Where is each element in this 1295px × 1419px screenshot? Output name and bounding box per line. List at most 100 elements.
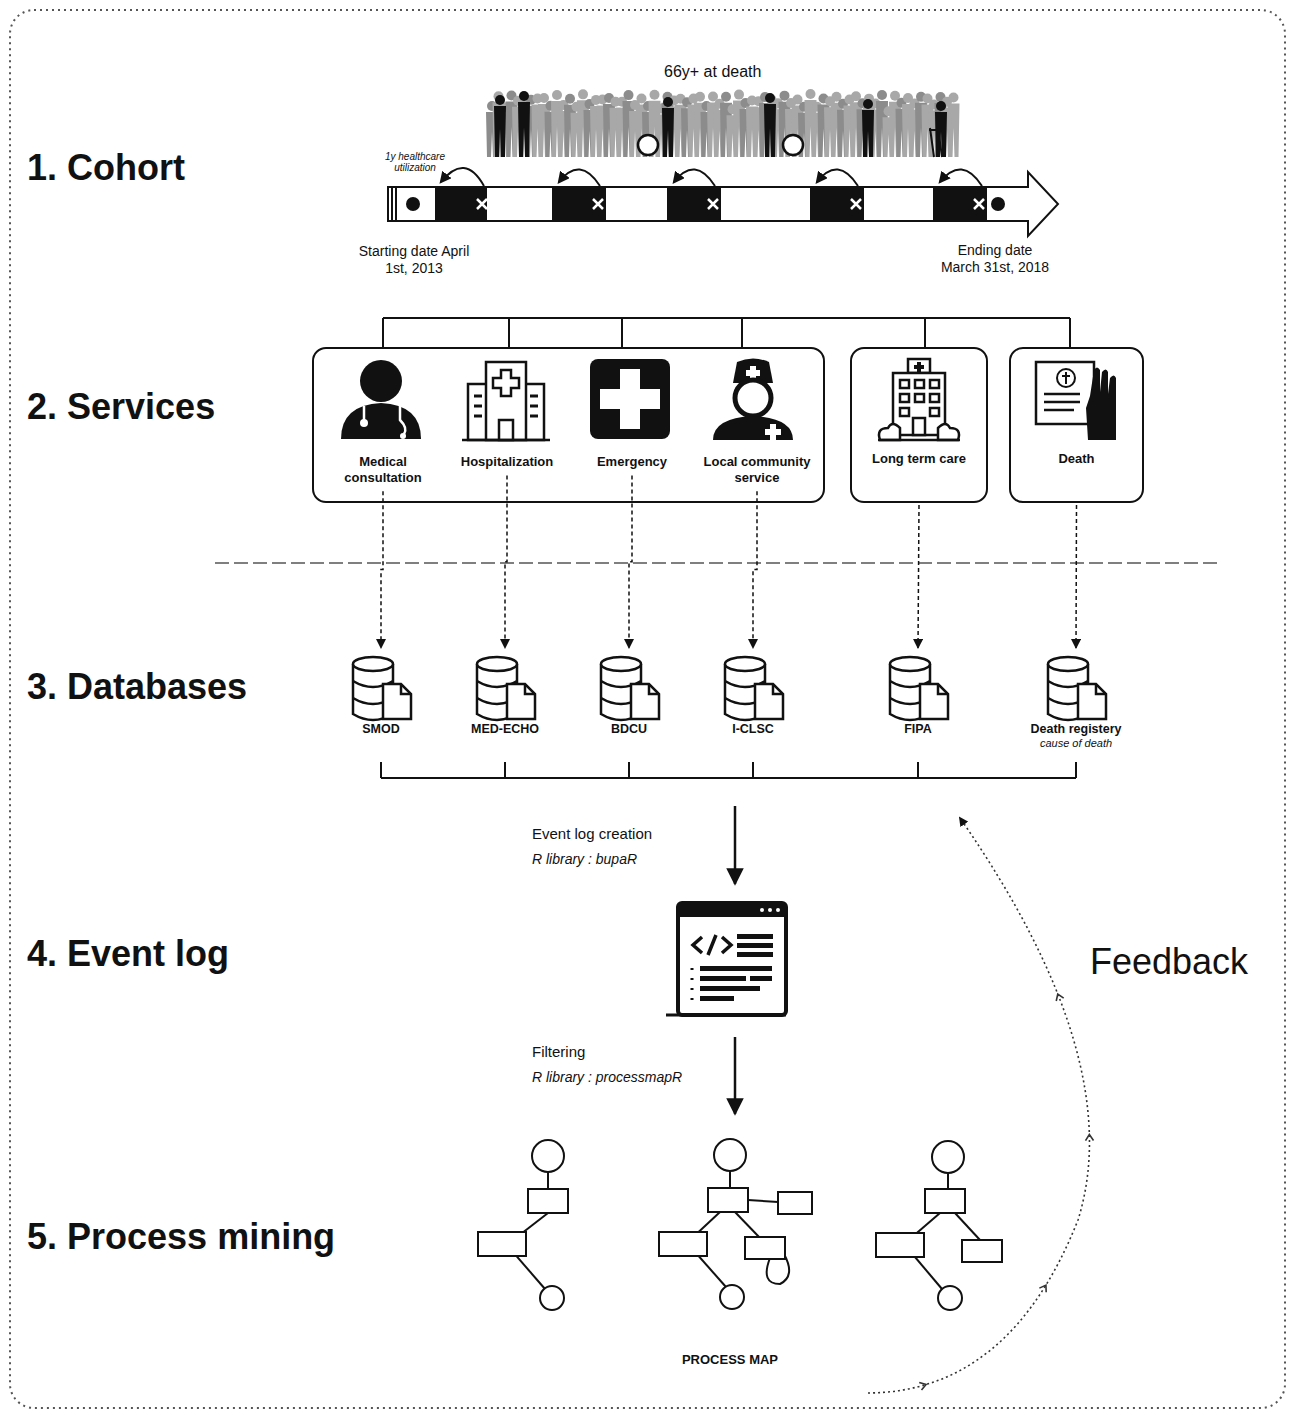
database-icon: [353, 657, 1106, 720]
timeline: [435, 187, 487, 221]
timeline: [991, 197, 1005, 211]
event-log-icon: [760, 908, 764, 912]
bracket: [383, 318, 1070, 347]
database-icon: [477, 657, 517, 671]
event-log-icon: [768, 908, 772, 912]
database-icon: [401, 684, 411, 694]
annotation-text: Event log creation: [532, 825, 652, 843]
hospital-icon: [486, 362, 526, 440]
event-log-icon: [750, 976, 772, 981]
curved-arrow: [940, 169, 982, 186]
annotation-text: R library : processmapR: [532, 1069, 682, 1086]
x-mark: [974, 199, 984, 209]
service-item: Local community service: [695, 357, 819, 489]
process-map-sketch: [932, 1141, 964, 1173]
event-log-icon: [691, 968, 694, 1000]
service-box: Long term care: [850, 347, 988, 503]
nurse-icon: [713, 359, 793, 441]
crowd-silhouettes: [650, 90, 660, 100]
process-map-sketch: [540, 1286, 564, 1310]
crowd-silhouettes: [494, 106, 506, 157]
crowd-silhouettes: [624, 90, 634, 100]
long-term-care-icon: [915, 380, 924, 388]
crowd-silhouettes: [936, 101, 946, 111]
node-label: Medical consultation: [325, 454, 441, 485]
node-label: BDCU: [568, 722, 690, 737]
database-icon: [631, 684, 659, 719]
annotation-text: R library : bupaR: [532, 851, 637, 868]
step-heading: 5. Process mining: [27, 1215, 335, 1258]
long-term-care-icon: [913, 418, 925, 435]
long-term-care-icon: [893, 373, 945, 435]
death-certificate-icon: [1086, 368, 1116, 441]
process-map-sketch: [708, 1188, 748, 1212]
bracket: [383, 317, 1070, 319]
annotation-text: Ending date March 31st, 2018: [938, 242, 1052, 276]
doctor-icon: [341, 403, 421, 439]
process-map-sketch: [547, 1172, 549, 1189]
database-icon: [525, 684, 535, 694]
node-label: Long term care: [856, 451, 982, 467]
step-heading: 2. Services: [27, 385, 215, 428]
crowd-silhouettes: [565, 94, 575, 104]
event-log-icon: [776, 908, 780, 912]
flow-arrow: [734, 1037, 737, 1114]
process-map-sketch: [659, 1232, 707, 1256]
node-label: Death: [1015, 451, 1138, 467]
long-term-care-icon: [878, 359, 960, 440]
bracket: [381, 777, 1076, 779]
separator: [215, 562, 1222, 564]
annotation-text: Starting date April 1st, 2013: [356, 243, 472, 277]
crowd-silhouettes: [929, 128, 942, 157]
timeline: [388, 172, 1058, 236]
feedback-arrow: [919, 993, 1093, 1391]
annotation-text: PROCESS MAP: [655, 1352, 805, 1368]
step-heading: 1. Cohort: [27, 146, 185, 189]
node-label: Emergency: [574, 454, 690, 470]
nurse-icon: [713, 416, 793, 440]
hospital-icon: [462, 362, 550, 440]
crowd-silhouettes: [539, 93, 549, 103]
crowd-silhouettes: [663, 97, 673, 107]
database-icon: [890, 657, 930, 671]
x-mark: [851, 199, 861, 209]
event-log-icon: [737, 943, 773, 948]
crowd-silhouettes: [519, 91, 529, 101]
timeline: [406, 197, 420, 211]
crowd-silhouettes: [863, 99, 873, 109]
emergency-icon: [590, 359, 670, 439]
annotation-text: Filtering: [532, 1043, 585, 1061]
long-term-care-icon: [915, 394, 924, 402]
service-group: Medical consultationHospitalizationEmerg…: [312, 347, 825, 503]
long-term-care-icon: [908, 359, 930, 373]
event-log-icon: [678, 903, 786, 1015]
long-term-care-icon: [930, 394, 939, 402]
database-icon: [477, 657, 535, 720]
emergency-icon: [600, 389, 660, 409]
process-map-sketch: [714, 1139, 746, 1171]
dashed-arrow: [381, 491, 383, 648]
process-map-sketch: [478, 1139, 1002, 1310]
dashed-arrow: [1075, 505, 1077, 648]
process-map-sketch: [876, 1233, 924, 1257]
doctor-icon: [400, 433, 406, 439]
service-item: Hospitalization: [445, 357, 569, 474]
crowd-silhouettes: [662, 103, 674, 157]
database-icon: [920, 684, 948, 719]
event-log-icon: [693, 935, 731, 955]
bracket: [381, 762, 1076, 884]
long-term-care-icon: [900, 394, 909, 402]
outer-frame: [10, 10, 1285, 1408]
database-icon: [353, 657, 393, 671]
event-log-icon: [678, 903, 786, 917]
event-log-icon: [700, 966, 772, 971]
step-heading: Feedback: [1090, 940, 1248, 983]
process-map-sketch: [720, 1285, 744, 1309]
node-label: Local community service: [699, 454, 815, 485]
flow-arrow: [734, 806, 737, 884]
curved-arrow: [559, 169, 600, 186]
database-icon: [725, 657, 783, 720]
service-box: Death: [1009, 347, 1144, 503]
